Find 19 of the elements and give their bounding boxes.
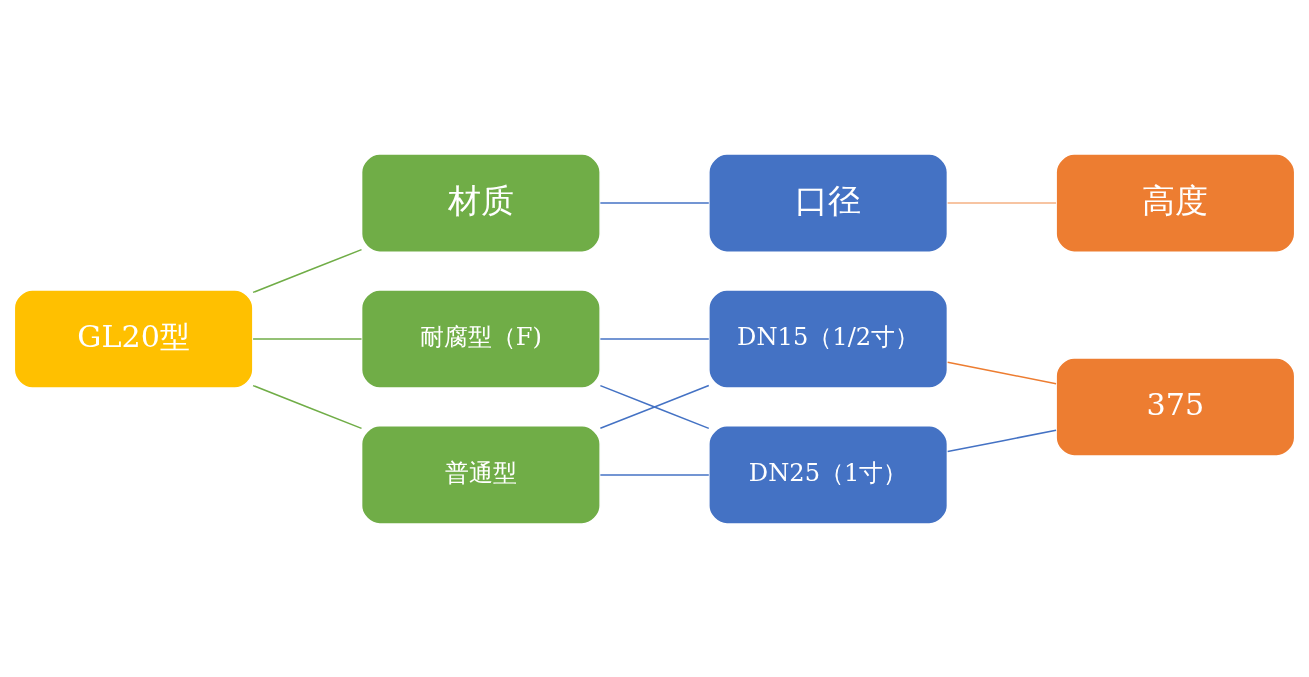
node-box: 材质	[360, 152, 601, 253]
node-box: 高度	[1055, 152, 1296, 253]
node-box: GL20型	[13, 288, 254, 389]
node-box: 普通型	[360, 424, 601, 525]
connector	[599, 337, 710, 340]
connector	[599, 384, 710, 429]
connector	[252, 337, 363, 340]
node-box: 耐腐型（F)	[360, 288, 601, 389]
connector	[946, 361, 1057, 384]
node-box: DN25（1寸）	[708, 424, 949, 525]
node-box: DN15（1/2寸）	[708, 288, 949, 389]
connector	[252, 248, 363, 293]
node-box: 375	[1055, 356, 1296, 457]
connector	[599, 473, 710, 476]
connector	[946, 201, 1057, 204]
connector	[252, 384, 363, 429]
node-box: 口径	[708, 152, 949, 253]
connector	[599, 201, 710, 204]
connector	[946, 428, 1057, 452]
